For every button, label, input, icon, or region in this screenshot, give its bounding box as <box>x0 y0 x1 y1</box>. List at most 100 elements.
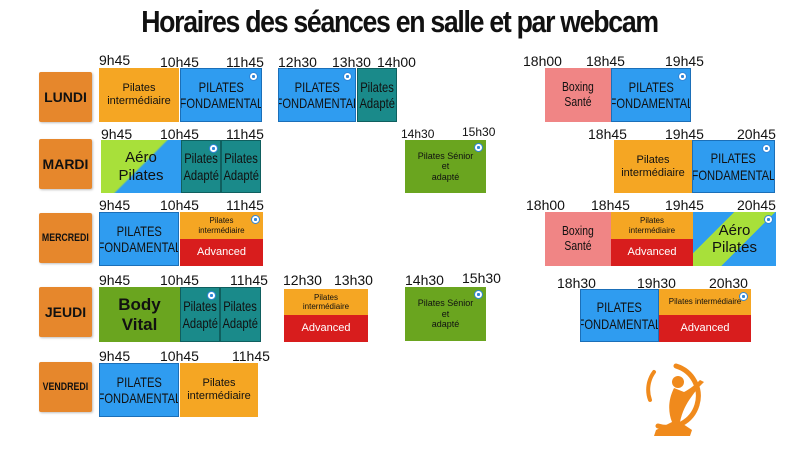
webcam-icon <box>209 144 218 153</box>
day-text: MARDI <box>42 156 89 172</box>
yoga-pose-logo <box>646 363 704 436</box>
time-label: 18h45 <box>588 126 627 142</box>
day-text: VENDREDI <box>42 381 89 393</box>
class-text: Pilates <box>122 82 156 95</box>
time-label: 19h45 <box>665 197 704 213</box>
class-pilates-fondamental[interactable]: PILATES FONDAMENTAL <box>278 68 356 122</box>
class-text: Santé <box>564 94 592 109</box>
class-text: Aéro <box>125 149 157 167</box>
webcam-icon <box>249 72 258 81</box>
webcam-icon <box>474 143 483 152</box>
class-pilates-intermediaire-advanced[interactable]: Pilates intermédiaire Advanced <box>611 212 693 266</box>
time-label: 14h30 <box>405 272 444 288</box>
time-label: 18h30 <box>557 275 596 291</box>
time-label: 13h30 <box>332 54 371 70</box>
class-text: Pilates Sénior <box>417 298 474 309</box>
class-aero-pilates[interactable]: Aéro Pilates <box>101 140 181 193</box>
class-pilates-intermediaire-advanced[interactable]: Pilates intermédiaire Advanced <box>180 212 263 266</box>
class-top: Pilates intermédiaire <box>284 289 368 315</box>
class-bottom: Advanced <box>659 315 751 342</box>
class-pilates-adapte[interactable]: Pilates Adapté <box>357 68 397 122</box>
time-label: 12h30 <box>278 54 317 70</box>
time-label: 18h45 <box>591 197 630 213</box>
class-pilates-adapte[interactable]: Pilates Adapté <box>181 140 221 193</box>
class-text: Pilates <box>223 298 258 315</box>
class-pilates-fondamental[interactable]: PILATES FONDAMENTAL <box>580 289 659 342</box>
webcam-icon <box>343 72 352 81</box>
class-text: Pilates Sénior <box>417 150 474 161</box>
time-label: 20h45 <box>737 197 776 213</box>
class-pilates-adapte[interactable]: Pilates Adapté <box>221 140 261 193</box>
class-text: FONDAMENTAL <box>611 95 691 111</box>
class-boxing-sante[interactable]: Boxing Santé <box>545 68 611 122</box>
time-label: 18h00 <box>526 197 565 213</box>
time-label: 11h45 <box>226 197 264 213</box>
class-pilates-intermediaire[interactable]: Pilates intermédiaire <box>99 68 179 122</box>
class-pilates-intermediaire[interactable]: Pilates intermédiaire <box>614 140 692 193</box>
time-label: 20h30 <box>709 275 748 291</box>
class-pilates-adapte[interactable]: Pilates Adapté <box>220 287 261 342</box>
class-text: Pilates intermédiaire <box>198 216 245 235</box>
class-pilates-fondamental[interactable]: PILATES FONDAMENTAL <box>99 212 179 266</box>
class-bottom: Advanced <box>180 239 263 266</box>
class-pilates-fondamental[interactable]: PILATES FONDAMENTAL <box>180 68 262 122</box>
time-label: 9h45 <box>99 52 131 68</box>
class-aero-pilates[interactable]: Aéro Pilates <box>693 212 776 266</box>
class-body-vital[interactable]: Body Vital <box>99 287 180 342</box>
time-label: 10h45 <box>160 272 199 288</box>
time-label: 11h45 <box>230 272 268 288</box>
time-label: 11h45 <box>226 126 264 142</box>
class-pilates-fondamental[interactable]: PILATES FONDAMENTAL <box>611 68 691 122</box>
class-text: et <box>441 308 450 319</box>
class-text: Pilates <box>360 78 394 95</box>
class-text: intermédiaire <box>107 95 171 107</box>
class-bottom: Advanced <box>611 239 693 266</box>
time-label: 19h30 <box>637 275 676 291</box>
time-label: 14h30 <box>401 127 435 141</box>
logo-head <box>672 376 684 388</box>
class-text: Adapté <box>359 95 395 111</box>
class-text: Adapté <box>182 314 218 331</box>
class-text: Pilates <box>224 150 258 167</box>
class-text: FONDAMENTAL <box>278 95 356 111</box>
class-text: adapté <box>431 319 460 330</box>
class-text: intermédiaire <box>187 390 251 402</box>
class-text: Adapté <box>222 314 259 331</box>
class-text: adapté <box>431 171 460 182</box>
time-label: 15h30 <box>462 125 496 139</box>
class-bottom: Advanced <box>284 315 368 342</box>
webcam-icon <box>739 292 748 301</box>
class-pilates-senior-adapte[interactable]: Pilates Sénior et adapté <box>405 140 486 193</box>
class-text: FONDAMENTAL <box>180 95 262 111</box>
time-label: 20h45 <box>737 126 776 142</box>
class-pilates-adapte[interactable]: Pilates Adapté <box>180 287 220 342</box>
class-boxing-sante[interactable]: Boxing Santé <box>545 212 611 266</box>
class-text: Pilates <box>202 377 236 390</box>
time-label: 13h30 <box>334 272 373 288</box>
class-text: PILATES <box>294 78 340 95</box>
class-pilates-fondamental[interactable]: PILATES FONDAMENTAL <box>99 363 179 417</box>
class-text: PILATES <box>198 78 244 95</box>
day-label-jeudi: JEUDI <box>39 287 92 337</box>
class-text: FONDAMENTAL <box>99 239 179 255</box>
class-pilates-fondamental[interactable]: PILATES FONDAMENTAL <box>692 140 775 193</box>
time-label: 9h45 <box>101 126 133 142</box>
time-label: 11h45 <box>226 54 264 70</box>
webcam-icon <box>678 72 687 81</box>
class-pilates-senior-adapte[interactable]: Pilates Sénior et adapté <box>405 287 486 341</box>
class-text: Pilates <box>118 166 164 184</box>
class-pilates-intermediaire-advanced[interactable]: Pilates intermédiaire Advanced <box>659 289 751 342</box>
class-text: Boxing <box>562 223 594 239</box>
webcam-icon <box>764 215 773 224</box>
time-label: 10h45 <box>160 126 199 142</box>
logo-arc <box>646 370 656 402</box>
class-text: PILATES <box>116 222 162 239</box>
day-label-mardi: MARDI <box>39 139 92 189</box>
class-text: Pilates <box>184 150 218 167</box>
time-label: 9h45 <box>99 348 131 364</box>
class-pilates-intermediaire[interactable]: Pilates intermédiaire <box>180 363 258 417</box>
class-pilates-intermediaire-advanced[interactable]: Pilates intermédiaire Advanced <box>284 289 368 342</box>
class-text: Body <box>118 294 161 314</box>
time-label: 10h45 <box>160 197 199 213</box>
page-title: Horaires des séances en salle et par web… <box>141 4 659 39</box>
